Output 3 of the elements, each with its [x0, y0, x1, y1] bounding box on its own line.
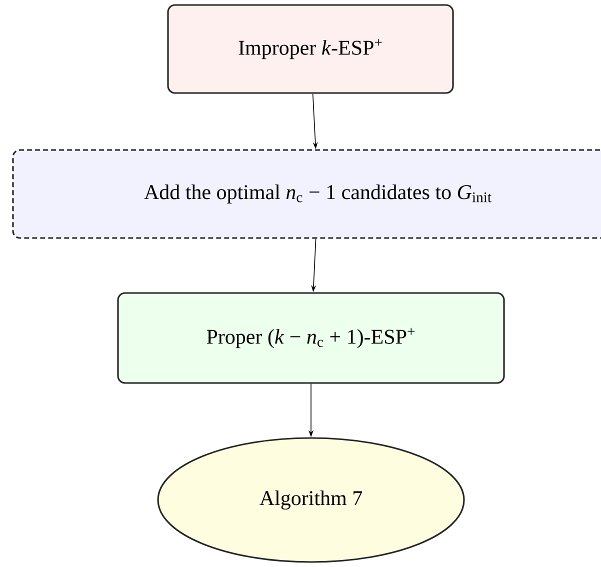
process-box: Proper (k − n$_{c}$ + 1)-ESP$^{+}$ [117, 292, 505, 384]
process-box: Improper k-ESP$^{+}$ [167, 4, 454, 94]
dashed-process-box: Add the optimal n$_{c}$ − 1 candidates to G$_{init}$ [12, 149, 601, 239]
